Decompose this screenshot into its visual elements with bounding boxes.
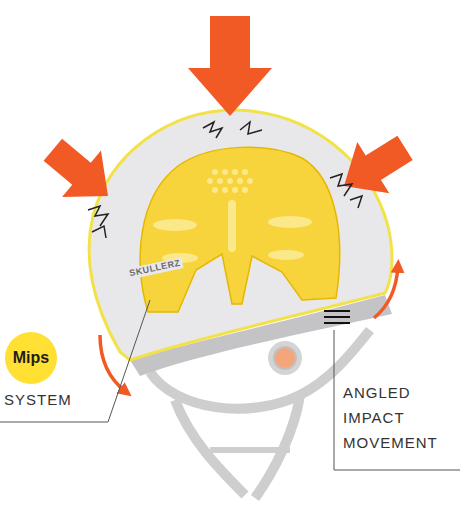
slip-symbol (324, 311, 350, 323)
callout-label: ANGLED IMPACT MOVEMENT (343, 380, 458, 455)
badge-caption: SYSTEM (4, 391, 72, 408)
helmet-shell (89, 110, 392, 360)
mips-liner (140, 147, 339, 312)
mips-badge: MipsSYSTEM (4, 331, 72, 408)
impact-arrows (33, 16, 421, 219)
impact-marks (88, 122, 362, 238)
adjust-knob (274, 347, 296, 369)
badge-title: Mips (4, 331, 58, 385)
liner-vents (153, 169, 312, 263)
rotation-arrows (100, 266, 398, 392)
badge-circle-holder: Mips (4, 331, 58, 385)
adjust-knob-housing (268, 341, 302, 375)
badge-fill (5, 332, 57, 384)
leader-lines (0, 300, 460, 470)
